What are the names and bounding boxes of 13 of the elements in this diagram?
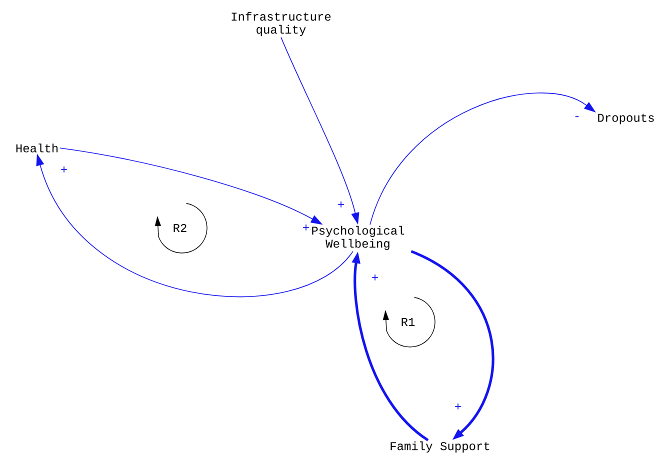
polarity-sign: + (301, 224, 311, 232)
variable-label: Dropouts (598, 114, 654, 124)
loop-label: R1 (402, 318, 415, 326)
variable-label: Health (16, 144, 58, 152)
loop-label: R2 (174, 224, 186, 232)
polarity-sign: - (572, 115, 582, 121)
variable-label: Family Support (390, 441, 490, 453)
polarity-sign: + (336, 200, 346, 210)
polarity-sign: + (370, 274, 380, 282)
variable-label: Psychological Wellbeing (312, 226, 404, 250)
polarity-sign: + (453, 402, 463, 412)
polarity-sign: + (59, 166, 69, 174)
variable-label: Infrastructure quality (232, 12, 331, 36)
